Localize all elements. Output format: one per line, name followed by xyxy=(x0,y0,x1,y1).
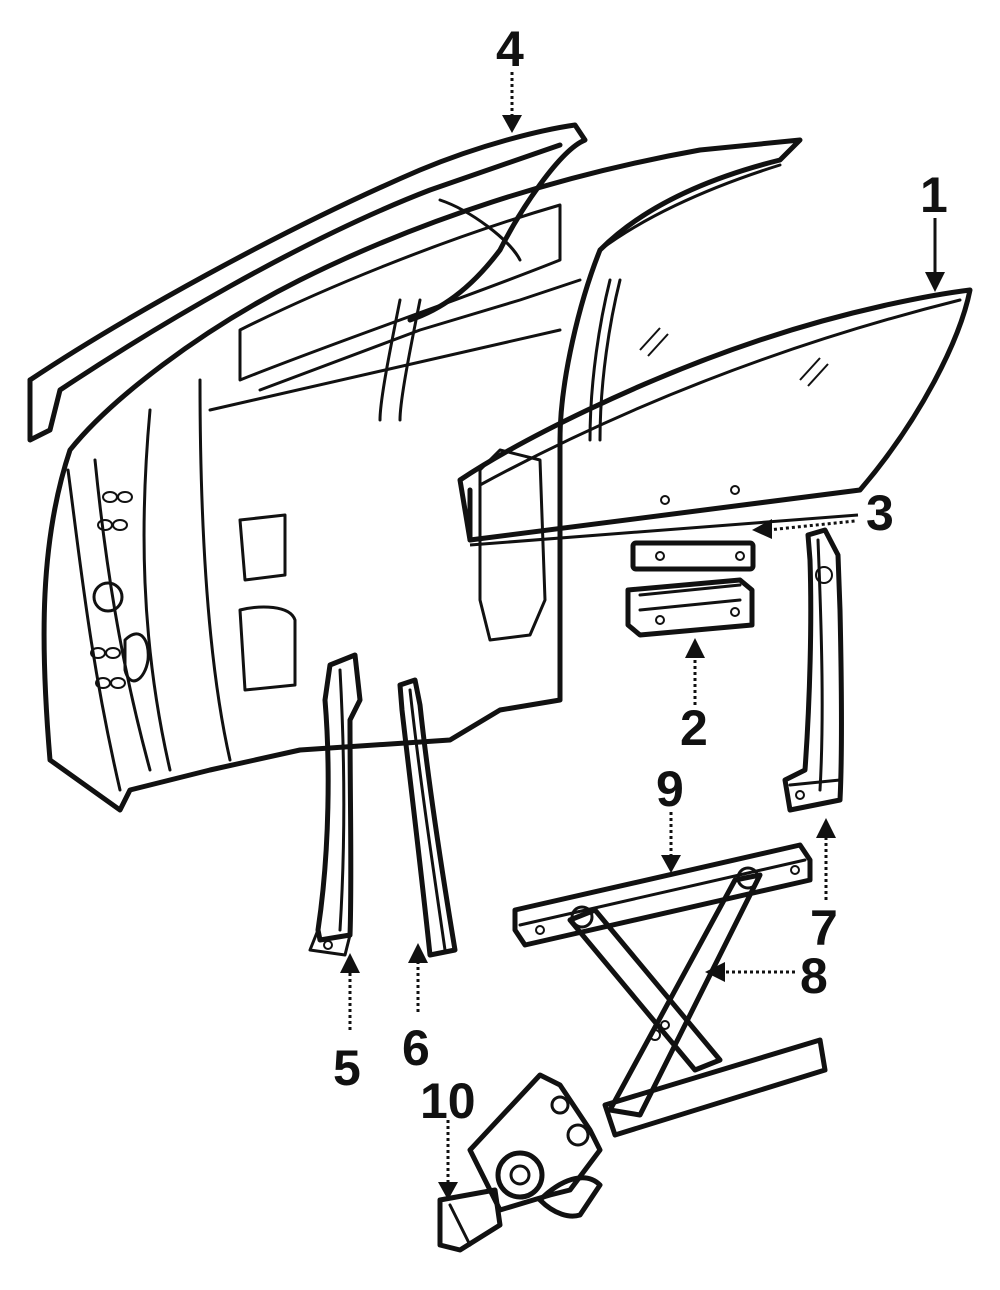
channel-part-2 xyxy=(625,577,755,638)
callout-3: 3 xyxy=(866,485,894,541)
callout-8: 8 xyxy=(800,948,828,1004)
arrowhead-10 xyxy=(438,1182,458,1200)
run-channel-part-5 xyxy=(308,652,363,957)
arrowhead-9 xyxy=(661,855,681,873)
arrowhead-5 xyxy=(340,953,360,973)
door-shell xyxy=(41,137,803,813)
channel-part-3 xyxy=(630,540,756,572)
regulator-part-8 xyxy=(567,866,828,1138)
callout-10: 10 xyxy=(420,1073,476,1129)
sash-channel-part-9 xyxy=(512,842,813,948)
callout-2: 2 xyxy=(680,700,708,756)
arrowhead-4 xyxy=(502,115,522,133)
regulator-motor-part-10 xyxy=(437,1072,603,1253)
arrowhead-6 xyxy=(408,943,428,963)
callout-6: 6 xyxy=(402,1020,430,1076)
callout-7: 7 xyxy=(810,900,838,956)
callout-9: 9 xyxy=(656,761,684,817)
leader-lines xyxy=(340,72,945,1200)
arrowhead-1 xyxy=(925,272,945,292)
run-channel-part-6 xyxy=(397,677,458,958)
arrowhead-7 xyxy=(816,818,836,838)
weatherstrip-part-4 xyxy=(27,122,588,443)
arrowhead-3 xyxy=(752,519,772,539)
callout-labels: 4 1 3 2 9 7 8 5 6 10 xyxy=(333,21,948,1129)
leader-3-line xyxy=(469,513,859,547)
arrowhead-8 xyxy=(705,962,725,982)
leader-3 xyxy=(767,519,856,532)
arrowhead-2 xyxy=(685,638,705,658)
run-channel-part-7 xyxy=(782,527,844,813)
callout-1: 1 xyxy=(920,167,948,223)
callout-4: 4 xyxy=(496,21,524,77)
door-glass-part-1 xyxy=(457,287,973,543)
callout-5: 5 xyxy=(333,1040,361,1096)
